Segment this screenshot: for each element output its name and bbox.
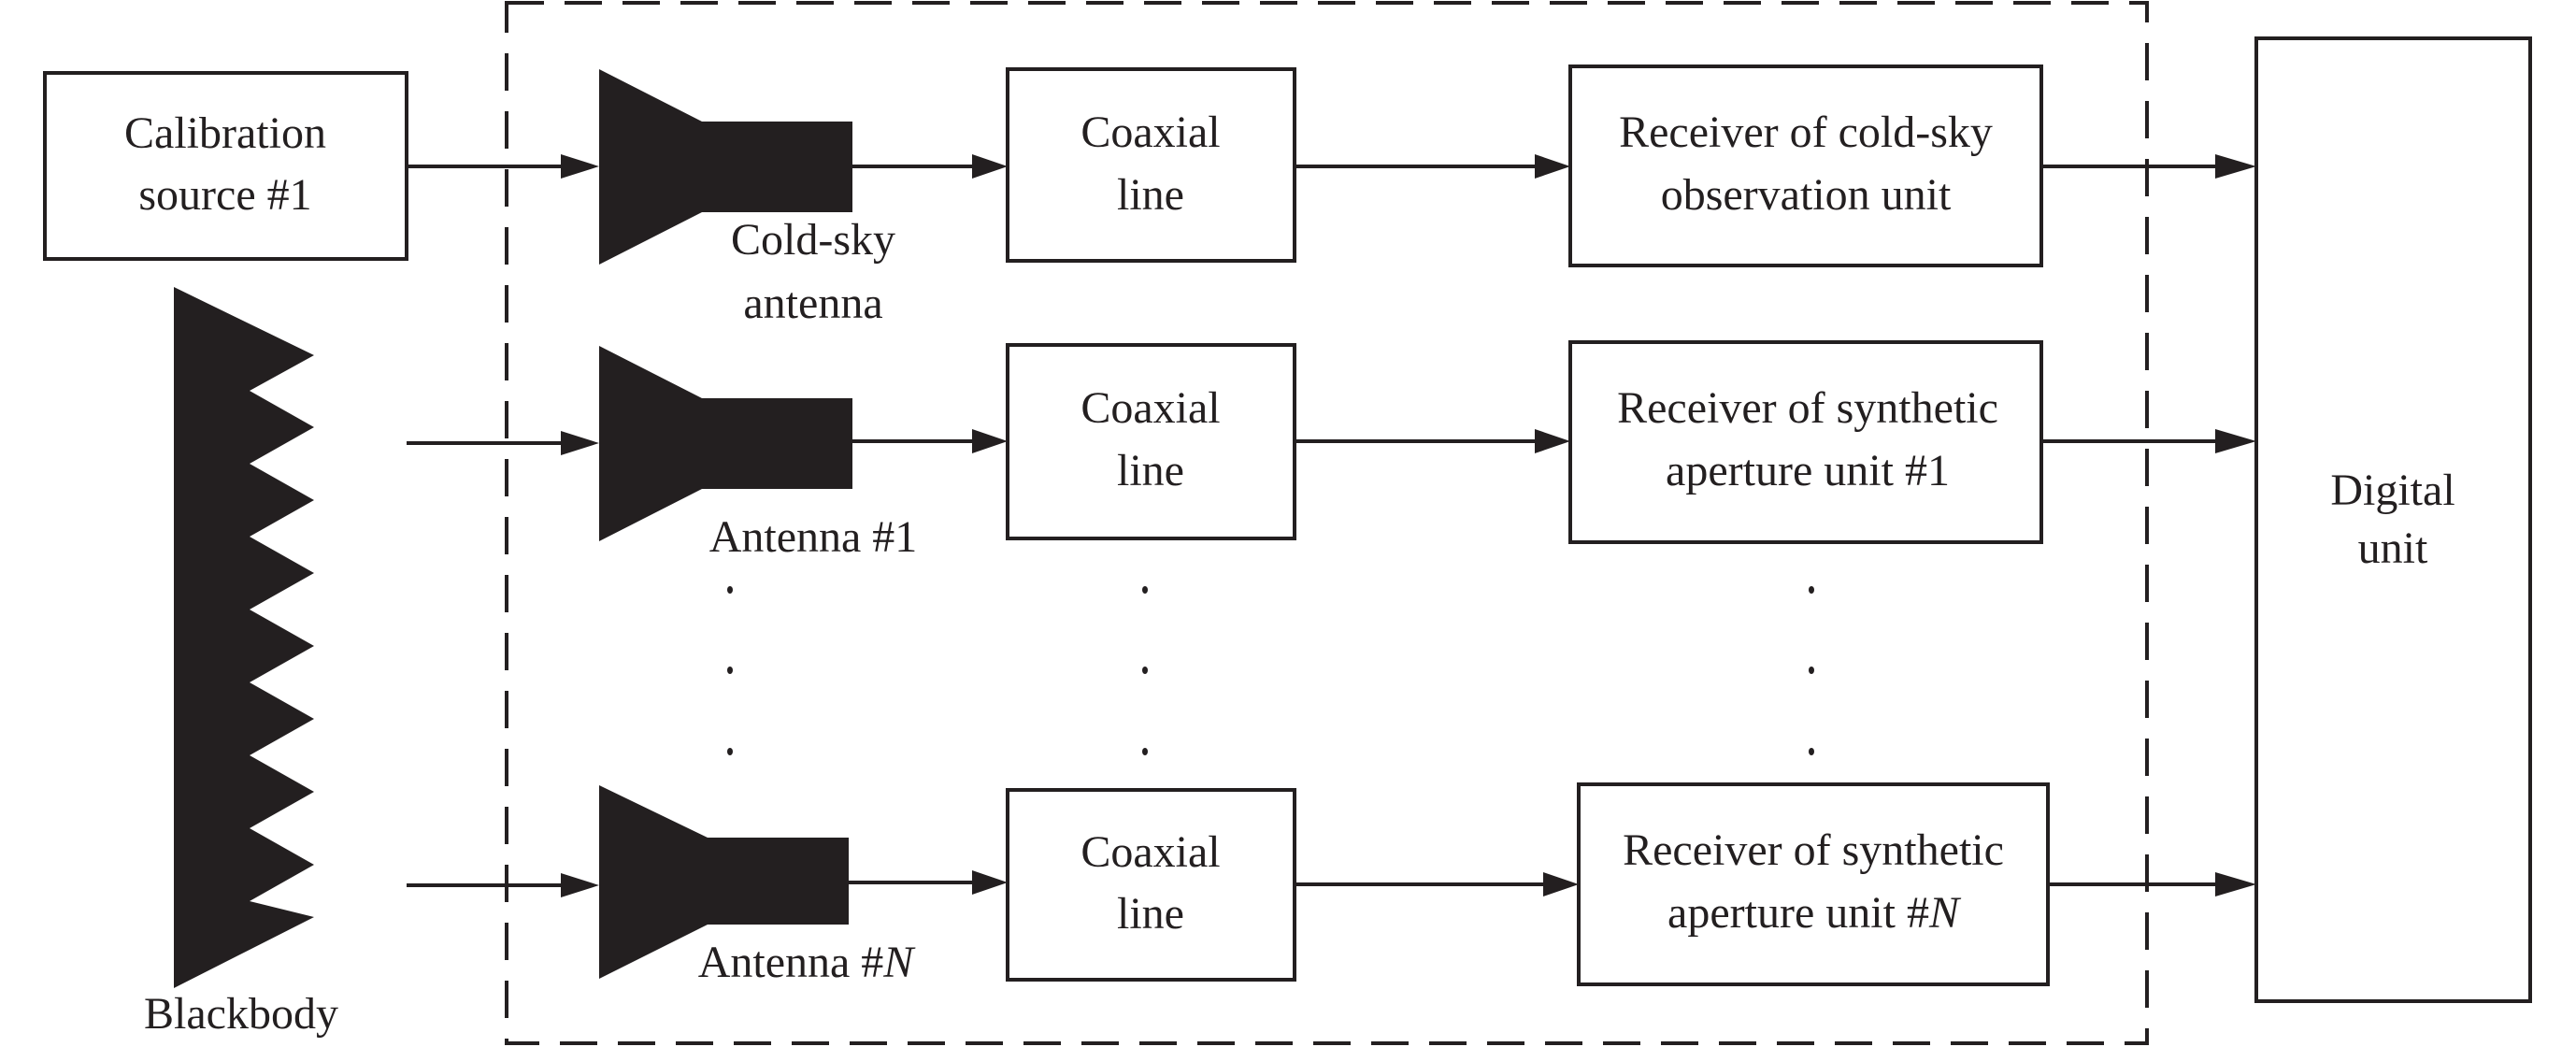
- ellipsis-dot: [727, 667, 733, 674]
- receiver-box-unit-n: [1577, 782, 2050, 986]
- blackbody-label: Blackbody: [144, 989, 338, 1039]
- digital-unit-box: Digital unit: [2254, 36, 2532, 1003]
- ellipsis-dot: [1142, 586, 1148, 594]
- ellipsis-dot: [1142, 748, 1148, 755]
- ellipsis-dot: [1142, 667, 1148, 674]
- receiver-cold-sky-label-line1: Receiver of cold-sky: [1619, 108, 1993, 157]
- row-antenna-1: Antenna #1 Coaxial line Receiver of synt…: [407, 340, 2256, 562]
- antenna-1-label: Antenna #1: [709, 512, 918, 562]
- antenna-n-label: Antenna #N: [698, 938, 917, 987]
- antenna-n-label-prefix: Antenna #: [698, 938, 884, 987]
- antenna-n-icon: [599, 785, 849, 979]
- ellipsis-dot: [727, 748, 733, 755]
- coaxial-label-line1: Coaxial: [1080, 383, 1220, 433]
- arrowhead: [561, 431, 599, 455]
- digital-unit-label-line1: Digital: [2330, 466, 2454, 515]
- row-cold-sky: Cold-sky antenna Coaxial line Receiver o…: [407, 65, 2256, 328]
- arrowhead: [1535, 154, 1570, 179]
- coaxial-label-line2: line: [1117, 889, 1184, 939]
- coaxial-line-box: [1006, 343, 1296, 540]
- receiver-unit-n-label-suffix: N: [1928, 888, 1962, 938]
- coaxial-label-line1: Coaxial: [1080, 108, 1220, 157]
- ellipsis-dot: [1809, 586, 1814, 594]
- ellipsis-dots: [727, 586, 1814, 755]
- cold-sky-antenna-icon: [599, 69, 852, 265]
- arrowhead: [972, 429, 1008, 453]
- arrowhead: [561, 154, 599, 179]
- row-antenna-n: Antenna #N Coaxial line Receiver of synt…: [407, 782, 2256, 987]
- receiver-array-dashed-boundary: [505, 1, 2149, 1045]
- coaxial-label-line2: line: [1117, 446, 1184, 495]
- arrowhead: [561, 873, 599, 897]
- coaxial-label-line2: line: [1117, 170, 1184, 220]
- cold-sky-antenna-label-line2: antenna: [743, 279, 882, 328]
- receiver-unit-n-label-prefix: aperture unit #: [1667, 888, 1929, 938]
- calibration-source-label-line2: source #1: [138, 170, 311, 220]
- arrowhead: [1535, 429, 1570, 453]
- arrowhead: [2215, 872, 2256, 896]
- blackbody-icon: [174, 287, 314, 988]
- receiver-unit-n-label-line1: Receiver of synthetic: [1623, 825, 2004, 875]
- cold-sky-antenna-label-line1: Cold-sky: [731, 215, 895, 265]
- calibration-source-box: Calibration source #1: [43, 71, 408, 261]
- antenna-1-icon: [599, 346, 852, 541]
- arrowhead: [972, 154, 1008, 179]
- arrowhead: [2215, 429, 2256, 453]
- receiver-box-cold-sky: [1568, 65, 2043, 267]
- antenna-n-label-suffix: N: [882, 938, 916, 987]
- receiver-box-unit-1: [1568, 340, 2043, 544]
- arrowhead: [972, 870, 1008, 895]
- coaxial-line-box: [1006, 788, 1296, 982]
- digital-unit-label-line2: unit: [2358, 524, 2428, 573]
- receiver-unit-1-label-line1: Receiver of synthetic: [1617, 383, 1998, 433]
- coaxial-line-box: [1006, 67, 1296, 263]
- arrowhead: [1543, 872, 1579, 896]
- ellipsis-dot: [1809, 748, 1814, 755]
- receiver-unit-n-label-line2: aperture unit #N: [1667, 888, 1962, 938]
- ellipsis-dot: [1809, 667, 1814, 674]
- arrowhead: [2215, 154, 2256, 179]
- calibration-source-label-line1: Calibration: [124, 108, 326, 158]
- receiver-unit-1-label-line2: aperture unit #1: [1666, 446, 1950, 495]
- ellipsis-dot: [727, 586, 733, 594]
- blackbody: Blackbody: [144, 287, 338, 1039]
- receiver-cold-sky-label-line2: observation unit: [1661, 170, 1952, 220]
- coaxial-label-line1: Coaxial: [1080, 827, 1220, 877]
